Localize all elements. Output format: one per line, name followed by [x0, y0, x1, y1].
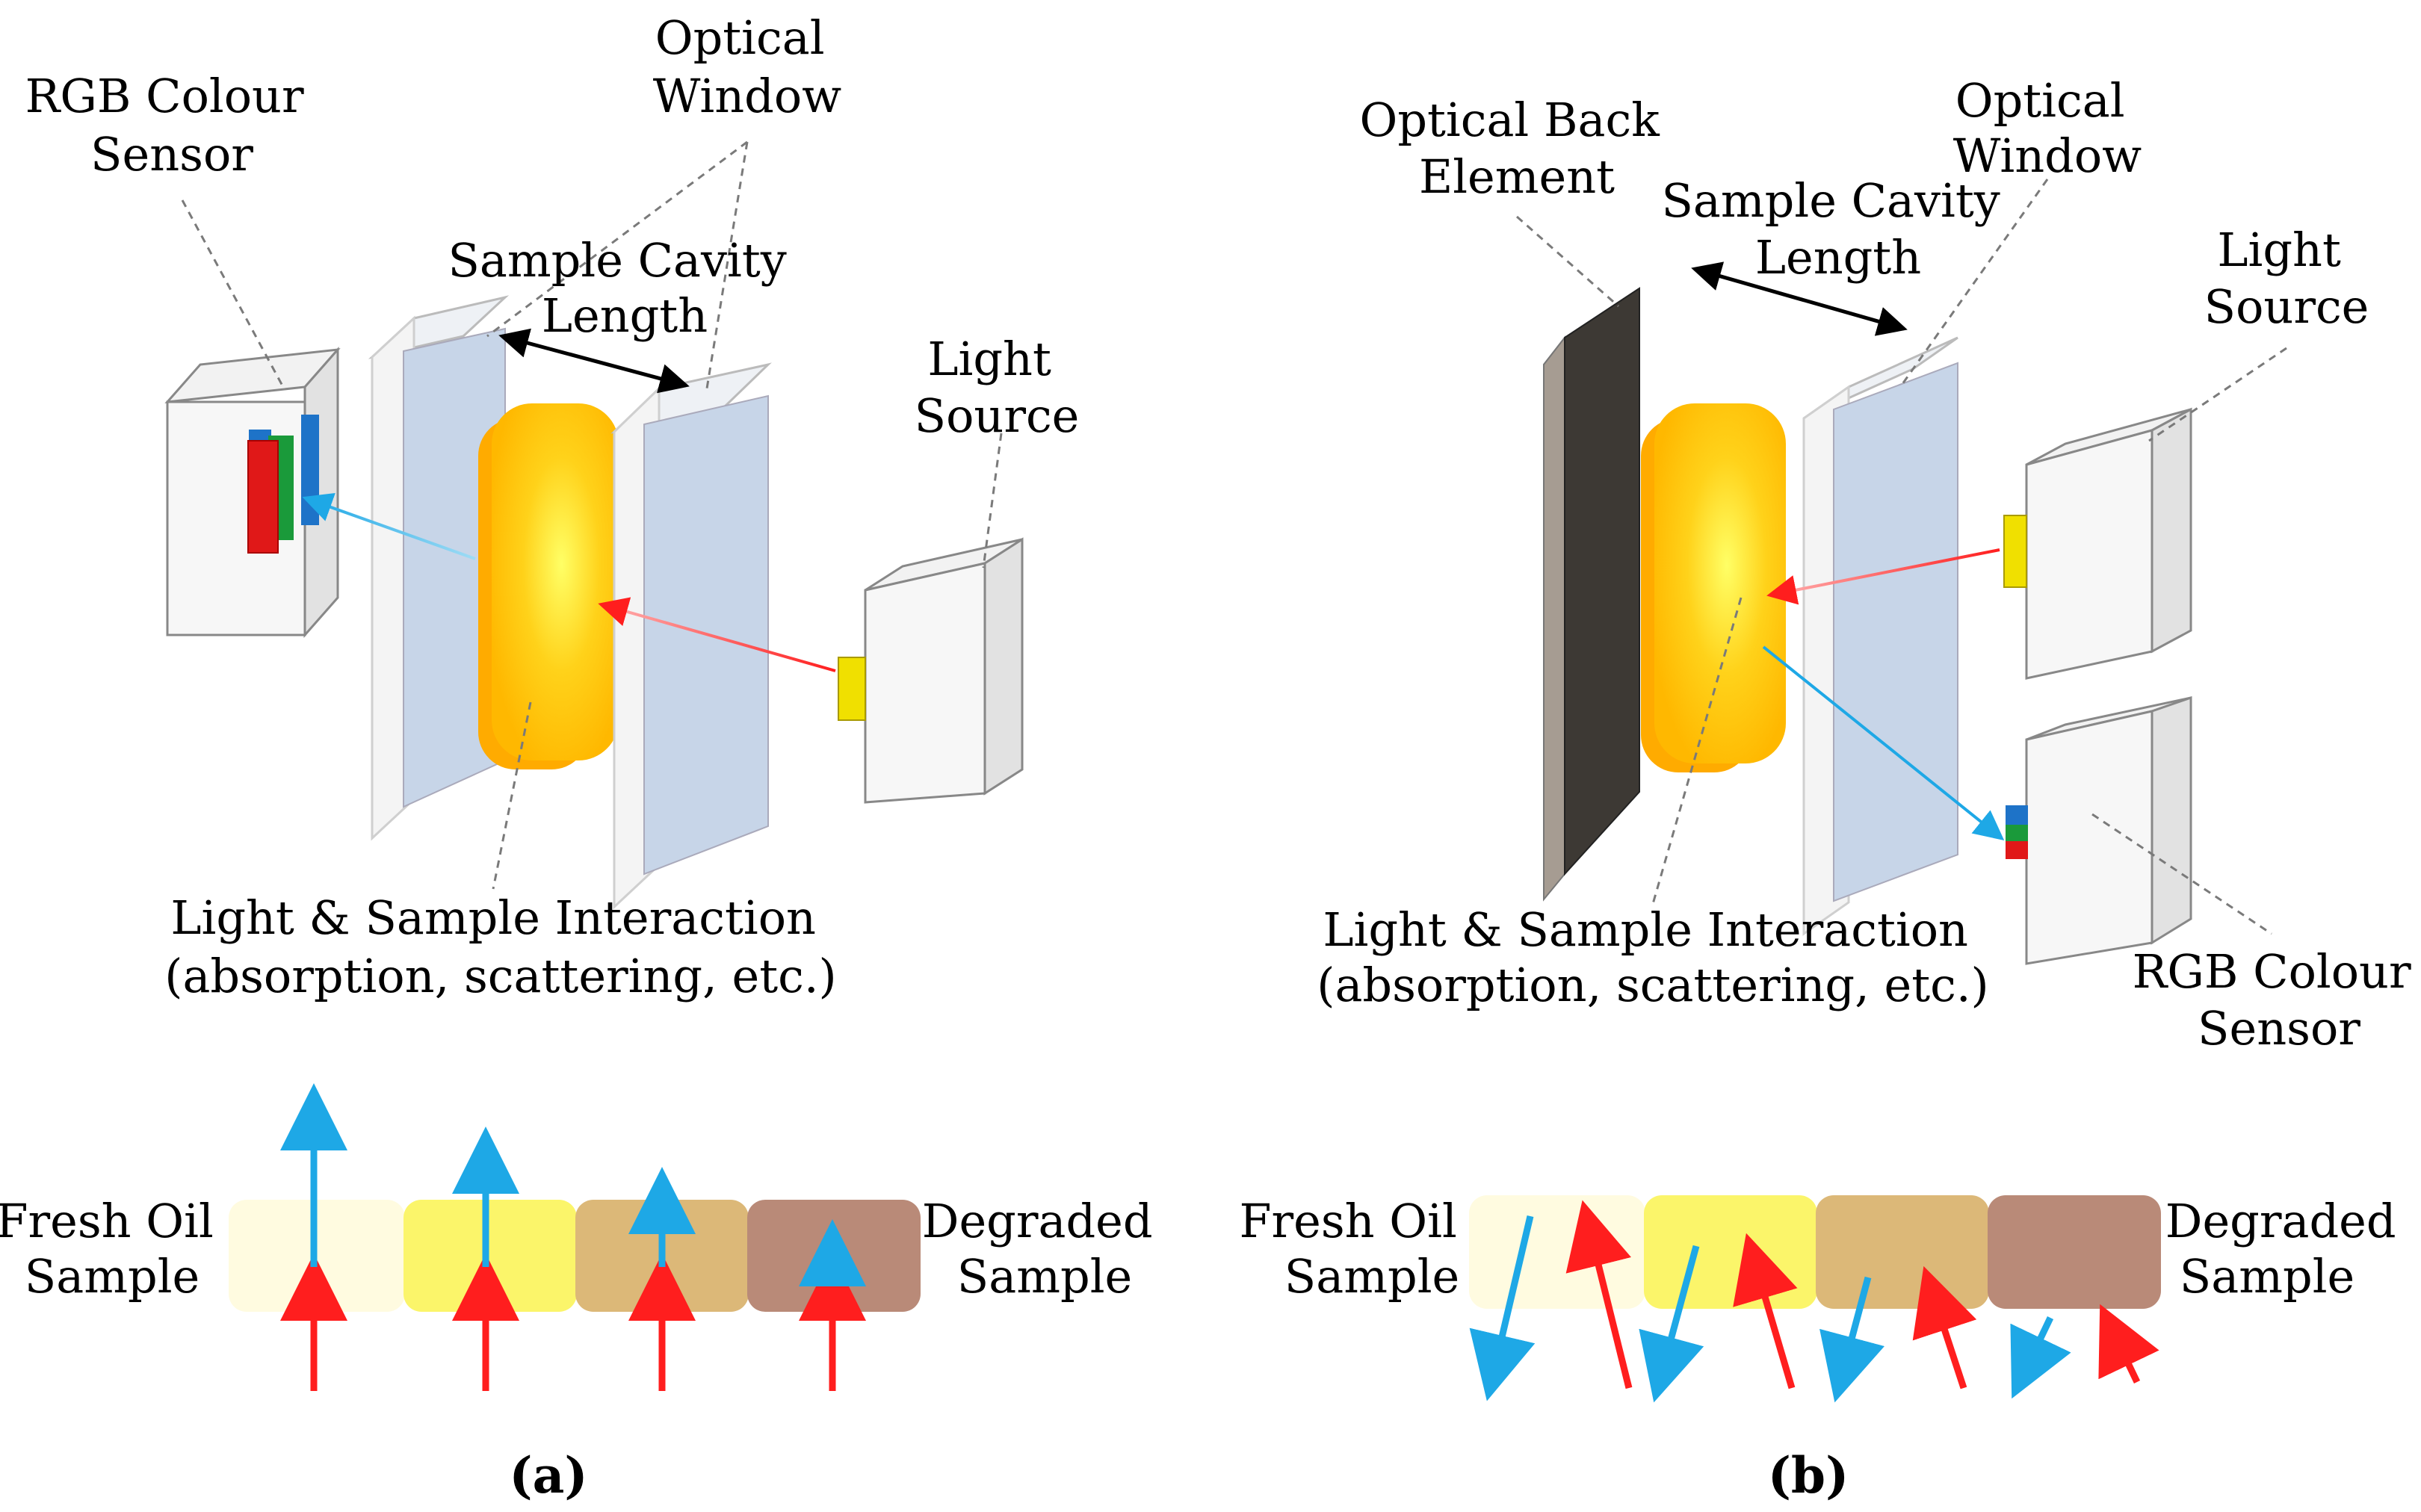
incident-ray-a	[598, 597, 836, 672]
light-source-b	[2003, 407, 2192, 680]
oil-sample-a	[478, 403, 619, 769]
leader-lines-b	[1516, 179, 2287, 935]
sample-a-2	[404, 1200, 577, 1312]
sample-b-1	[1469, 1195, 1645, 1309]
label-light-source-b: Light Source	[2204, 223, 2369, 334]
label-degraded-b: Degraded Sample	[2165, 1194, 2411, 1304]
sample-strip-a	[229, 1200, 921, 1312]
label-light-source-a: Light Source	[915, 332, 1080, 443]
optical-window-a-right	[610, 362, 772, 910]
sensed-ray-a	[302, 492, 476, 560]
panel-b: Optical Back Element Sample Cavity Lengt…	[1239, 73, 2421, 1505]
rgb-sensor-b	[2006, 695, 2192, 965]
oil-sample-b	[1641, 403, 1786, 772]
cavity-length-arrow-a	[498, 328, 690, 394]
label-cavity-length-b: Sample Cavity Length	[1661, 173, 2015, 285]
label-interaction-a: Light & Sample Interaction (absorption, …	[164, 890, 836, 1003]
sample-b-3	[1816, 1195, 1989, 1309]
label-interaction-b: Light & Sample Interaction (absorption, …	[1317, 902, 1988, 1012]
label-optical-window-a: Optical Window	[653, 10, 841, 123]
label-fresh-b: Fresh Oil Sample	[1239, 1194, 1471, 1304]
optical-window-b	[1802, 336, 1958, 936]
label-rgb-sensor-a: RGB Colour Sensor	[25, 69, 319, 182]
light-source-a	[838, 537, 1024, 804]
panel-a: RGB Colour Sensor Optical Window Sample …	[0, 10, 1167, 1505]
leader-lines-a	[181, 140, 1003, 890]
label-optical-window-b: Optical Window	[1953, 73, 2142, 183]
strip-arrows-b	[1469, 1200, 2159, 1403]
sample-b-2	[1644, 1195, 1817, 1309]
sample-strip-b	[1469, 1195, 2161, 1309]
optical-back-element	[1543, 287, 1640, 902]
caption-a: (a)	[509, 1446, 587, 1505]
label-rgb-sensor-b: RGB Colour Sensor	[2133, 944, 2421, 1056]
label-fresh-a: Fresh Oil Sample	[0, 1194, 229, 1304]
rgb-sensor-a	[164, 347, 341, 638]
label-degraded-a: Degraded Sample	[922, 1194, 1167, 1304]
caption-b: (b)	[1768, 1446, 1849, 1505]
label-back-element: Optical Back Element	[1359, 93, 1674, 204]
sensed-ray-b	[1762, 645, 2005, 841]
cavity-length-arrow-b	[1691, 261, 1908, 336]
incident-ray-b	[1766, 548, 2000, 605]
strip-arrows-a	[280, 1083, 866, 1391]
sample-b-4	[1988, 1195, 2161, 1309]
label-cavity-length-a: Sample Cavity Length	[448, 233, 801, 343]
